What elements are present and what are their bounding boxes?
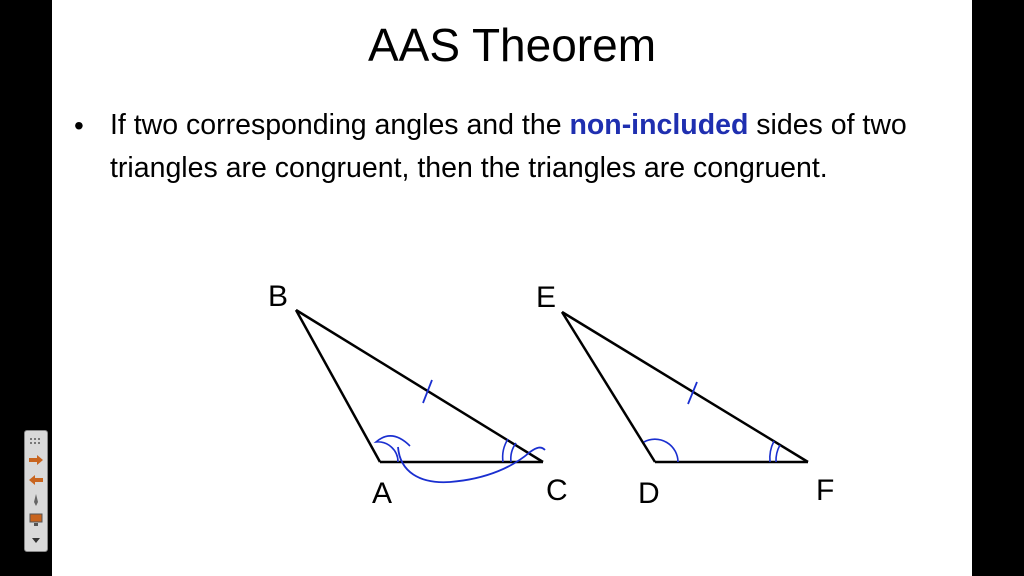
bullet-marker: • <box>74 110 84 141</box>
triangle-def: E D F <box>536 281 834 510</box>
angle-arc-c-2 <box>501 438 509 463</box>
arrow-left-icon[interactable] <box>28 473 44 487</box>
bullet-highlight: non-included <box>569 109 749 141</box>
bullet-text-after: sides of two triangles are congruent, th… <box>110 109 907 184</box>
slide-title: AAS Theorem <box>367 19 657 71</box>
vertex-label-b: B <box>268 280 288 313</box>
arrow-right-icon[interactable] <box>28 453 44 467</box>
angle-arc-a <box>373 435 411 463</box>
side-ef <box>561 310 809 464</box>
bullet-point: • If two corresponding angles and the no… <box>74 104 954 190</box>
right-margin <box>972 0 1024 576</box>
annotation-curve <box>397 446 546 484</box>
bullet-text: If two corresponding angles and the non-… <box>110 104 954 190</box>
vertex-label-c: C <box>546 474 568 507</box>
vertex-label-a: A <box>372 477 392 510</box>
dropdown-icon[interactable] <box>28 533 44 547</box>
side-ed <box>560 311 657 463</box>
vertex-label-f: F <box>816 474 834 507</box>
slide: AAS Theorem • If two corresponding angle… <box>52 0 972 576</box>
tick-mark-ef <box>687 381 698 405</box>
angle-arc-d <box>643 438 679 463</box>
side-ba <box>294 309 382 463</box>
monitor-icon[interactable] <box>28 513 44 527</box>
bullet-text-before: If two corresponding angles and the <box>110 109 570 141</box>
side-bc <box>295 308 544 464</box>
pen-icon[interactable] <box>28 493 44 507</box>
annotation-toolbar <box>24 430 48 552</box>
angle-arc-f-1 <box>775 444 781 463</box>
tick-mark-bc <box>422 379 433 404</box>
grip-icon[interactable] <box>28 435 44 449</box>
vertex-label-d: D <box>638 477 660 510</box>
triangle-abc: B A C <box>268 280 568 510</box>
vertex-label-e: E <box>536 281 556 314</box>
angle-arc-f-2 <box>769 440 775 463</box>
angle-arc-c-1 <box>510 442 517 463</box>
